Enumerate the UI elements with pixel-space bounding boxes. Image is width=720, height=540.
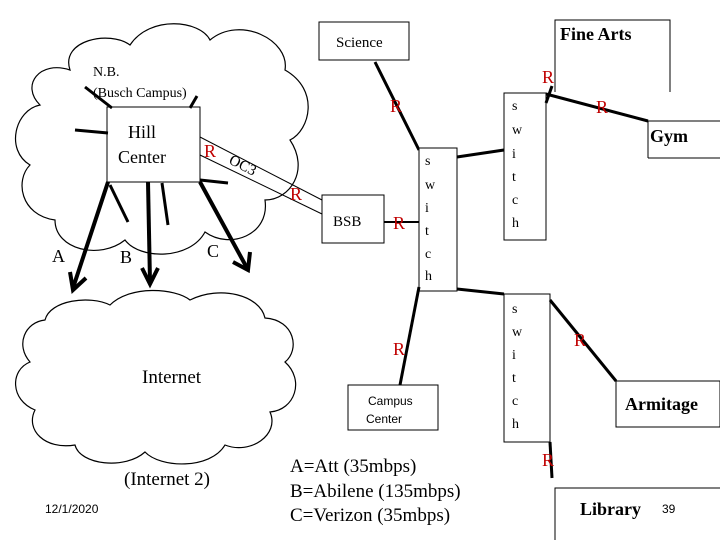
switch-letter: t bbox=[512, 170, 516, 185]
router-gym: R bbox=[596, 97, 608, 117]
oc3-link-lower bbox=[199, 154, 323, 215]
campus-cloud bbox=[14, 23, 309, 255]
fine-arts-label: Fine Arts bbox=[560, 24, 632, 44]
center-switch-letters: s w i t c h bbox=[425, 154, 436, 284]
upper-switch-box bbox=[503, 92, 547, 241]
science-link bbox=[373, 61, 421, 151]
switch-letter: w bbox=[512, 325, 523, 340]
switch-letter: i bbox=[512, 147, 516, 162]
switch-letter: h bbox=[425, 269, 432, 284]
internet2-label: (Internet 2) bbox=[124, 469, 210, 490]
hill-center-label-line2: Center bbox=[118, 147, 166, 167]
campus-center-label-line1: Campus bbox=[368, 394, 413, 408]
hill-stub-right bbox=[199, 178, 229, 185]
oc3-link-upper bbox=[199, 136, 323, 201]
switch-letter: t bbox=[512, 371, 516, 386]
router-library: R bbox=[542, 450, 554, 470]
bsb-label: BSB bbox=[333, 214, 361, 230]
lower-switch-letters: s w i t c h bbox=[512, 302, 523, 432]
switch-letter: s bbox=[512, 302, 517, 317]
library-box bbox=[554, 487, 720, 540]
gym-link bbox=[545, 92, 649, 123]
isp-arrow-c bbox=[198, 181, 252, 274]
center-to-lower-switch-link bbox=[456, 287, 505, 296]
legend-line-b: B=Abilene (135mbps) bbox=[290, 481, 461, 502]
router-science: R bbox=[390, 96, 402, 116]
lower-switch-box bbox=[503, 293, 551, 443]
hill-stub-top bbox=[188, 95, 199, 109]
switch-letter: w bbox=[425, 178, 436, 193]
campus-label-line1: N.B. bbox=[93, 65, 119, 80]
router-fine-arts: R bbox=[542, 67, 554, 87]
switch-letter: i bbox=[425, 201, 429, 216]
internet-cloud bbox=[15, 289, 297, 465]
science-label: Science bbox=[336, 35, 383, 51]
footer-page-number: 39 bbox=[662, 502, 676, 516]
hill-stub-bottom bbox=[160, 182, 170, 226]
switch-letter: t bbox=[425, 224, 429, 239]
center-switch-box bbox=[418, 147, 458, 292]
hill-stub-nw bbox=[84, 85, 113, 110]
router-armitage: R bbox=[574, 330, 586, 350]
campus-label-line2: (Busch Campus) bbox=[93, 86, 187, 101]
isp-arrow-a bbox=[68, 181, 110, 294]
isp-link-label-b: B bbox=[120, 247, 132, 267]
fine-arts-box bbox=[554, 19, 671, 92]
legend-line-c: C=Verizon (35mbps) bbox=[290, 505, 450, 526]
switch-letter: s bbox=[512, 99, 517, 114]
upper-switch-letters: s w i t c h bbox=[512, 99, 523, 231]
library-label: Library bbox=[580, 499, 641, 519]
switch-letter: w bbox=[512, 123, 523, 138]
switch-letter: c bbox=[425, 247, 431, 262]
armitage-box bbox=[615, 380, 720, 428]
armitage-link bbox=[548, 299, 618, 382]
switch-letter: s bbox=[425, 154, 430, 169]
router-bsb: R bbox=[393, 213, 405, 233]
router-campus-center: R bbox=[393, 339, 405, 359]
campus-center-box bbox=[347, 384, 439, 431]
legend-line-a: A=Att (35mbps) bbox=[290, 456, 416, 477]
bsb-box bbox=[321, 194, 385, 244]
router-hill: R bbox=[204, 141, 216, 161]
gym-box bbox=[647, 120, 720, 158]
center-to-upper-switch-link bbox=[456, 148, 505, 159]
isp-link-label-a: A bbox=[52, 246, 65, 266]
switch-letter: h bbox=[512, 216, 519, 231]
library-link bbox=[548, 441, 554, 479]
isp-link-label-c: C bbox=[207, 241, 219, 261]
footer-date: 12/1/2020 bbox=[45, 502, 99, 516]
gym-label: Gym bbox=[650, 126, 688, 146]
switch-letter: h bbox=[512, 417, 519, 432]
science-box bbox=[318, 21, 410, 61]
armitage-label: Armitage bbox=[625, 394, 698, 414]
hill-stub-bottom-left bbox=[108, 184, 130, 223]
switch-letter: c bbox=[512, 394, 518, 409]
switch-letter: c bbox=[512, 193, 518, 208]
isp-arrow-b bbox=[140, 181, 160, 289]
hill-center-box bbox=[106, 106, 201, 183]
campus-center-link bbox=[398, 286, 421, 386]
hill-center-label-line1: Hill bbox=[128, 122, 156, 142]
hill-stub-left bbox=[74, 128, 109, 135]
internet-label: Internet bbox=[142, 367, 202, 388]
campus-center-label-line2: Center bbox=[366, 412, 402, 426]
switch-letter: i bbox=[512, 348, 516, 363]
router-oc3: R bbox=[290, 184, 302, 204]
